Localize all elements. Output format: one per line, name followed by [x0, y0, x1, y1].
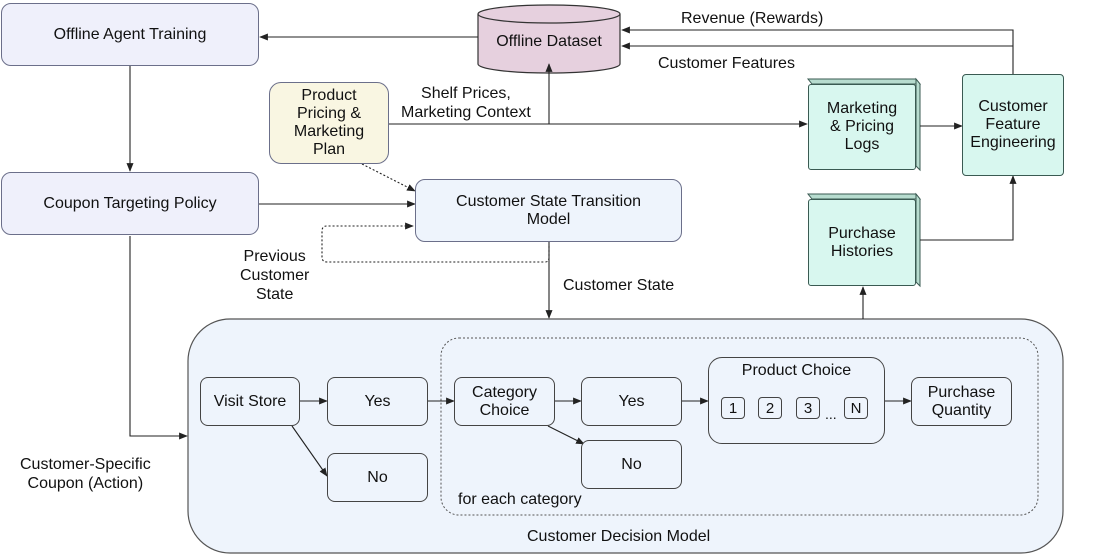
visit-store-node: Visit Store	[200, 377, 300, 426]
edge-category-to-no	[547, 425, 585, 445]
product-option-n: N	[844, 397, 868, 419]
customer-feature-engineering-line-3: Engineering	[970, 134, 1056, 151]
product-pricing-plan-line-2: Pricing &	[296, 105, 362, 122]
edge-plan-to-transition	[361, 163, 416, 192]
product-option-1: 1	[721, 397, 745, 419]
offline-dataset-cylinder	[477, 4, 621, 74]
category-no-node: No	[581, 440, 682, 489]
previous-customer-state-line-1: Previous	[243, 248, 306, 265]
edge-revenue-to-dataset	[621, 26, 1014, 74]
product-pricing-plan-line-4: Plan	[312, 141, 346, 158]
customer-decision-model-container	[187, 318, 1064, 554]
product-option-1-label: 1	[728, 399, 738, 417]
customer-specific-coupon-label: Customer-Specific Coupon (Action)	[20, 455, 151, 493]
for-each-category-label: for each category	[458, 491, 582, 508]
product-option-3: 3	[796, 397, 820, 419]
visit-no-node: No	[327, 453, 428, 502]
customer-specific-coupon-line-2: Coupon (Action)	[27, 475, 144, 492]
product-options-ellipsis: ...	[825, 406, 837, 422]
purchase-histories-line-1: Purchase	[828, 224, 896, 242]
product-pricing-plan-line-3: Marketing	[293, 123, 365, 140]
edge-visit-to-no	[291, 425, 328, 477]
category-choice-line-1: Category	[472, 383, 537, 401]
visit-store-label: Visit Store	[213, 392, 287, 410]
shelf-prices-line-1: Shelf Prices,	[421, 85, 511, 102]
category-yes-node: Yes	[581, 377, 682, 426]
marketing-pricing-logs-node: Marketing & Pricing Logs	[808, 84, 916, 170]
customer-specific-coupon-line-1: Customer-Specific	[20, 456, 151, 473]
customer-feature-engineering-line-2: Feature	[985, 116, 1041, 133]
category-choice-line-2: Choice	[479, 401, 530, 419]
purchase-histories-line-2: Histories	[830, 242, 894, 260]
shelf-prices-label: Shelf Prices, Marketing Context	[401, 84, 531, 122]
customer-state-transition-model-node: Customer State Transition Model	[415, 179, 682, 242]
customer-state-transition-model-line-2: Model	[526, 210, 571, 228]
product-option-2-label: 2	[765, 399, 775, 417]
visit-yes-node: Yes	[327, 377, 428, 426]
coupon-targeting-policy-label: Coupon Targeting Policy	[43, 194, 217, 212]
offline-dataset-node: Offline Dataset	[478, 24, 620, 60]
previous-customer-state-line-3: State	[256, 286, 294, 303]
marketing-pricing-logs-cube	[806, 77, 922, 172]
marketing-pricing-logs-line-2: & Pricing	[829, 118, 895, 135]
product-pricing-plan-node: Product Pricing & Marketing Plan	[269, 82, 389, 164]
visit-yes-label: Yes	[364, 392, 391, 410]
category-no-label: No	[621, 455, 642, 473]
edge-policy-to-decision	[129, 236, 188, 440]
product-option-n-label: N	[850, 399, 862, 417]
shelf-prices-line-2: Marketing Context	[401, 104, 531, 121]
customer-state-label: Customer State	[563, 277, 675, 294]
customer-feature-engineering-line-1: Customer	[978, 98, 1048, 115]
visit-no-label: No	[367, 468, 388, 486]
category-yes-label: Yes	[618, 392, 645, 410]
previous-customer-state-label: Previous Customer State	[240, 247, 309, 304]
edge-previous-state-loop	[321, 222, 550, 263]
previous-customer-state-line-2: Customer	[240, 267, 310, 284]
marketing-pricing-logs-line-1: Marketing	[826, 100, 898, 117]
product-option-3-label: 3	[803, 399, 813, 417]
customer-features-label: Customer Features	[658, 55, 795, 72]
edge-histories-to-features	[920, 175, 1017, 241]
purchase-quantity-line-1: Purchase	[927, 383, 996, 401]
marketing-pricing-logs-line-3: Logs	[844, 136, 880, 153]
revenue-rewards-label: Revenue (Rewards)	[681, 10, 824, 27]
offline-agent-training-node: Offline Agent Training	[1, 3, 259, 66]
product-pricing-plan-line-1: Product	[301, 87, 357, 104]
customer-feature-engineering-node: Customer Feature Engineering	[962, 74, 1064, 176]
offline-agent-training-label: Offline Agent Training	[53, 25, 207, 43]
product-choice-label: Product Choice	[741, 362, 852, 379]
purchase-quantity-node: Purchase Quantity	[911, 377, 1012, 426]
product-option-2: 2	[758, 397, 782, 419]
coupon-targeting-policy-node: Coupon Targeting Policy	[1, 172, 259, 235]
customer-decision-model-label: Customer Decision Model	[527, 528, 711, 545]
for-each-category-container	[440, 337, 1039, 516]
offline-dataset-label: Offline Dataset	[496, 33, 602, 50]
purchase-histories-cube	[806, 192, 922, 288]
category-choice-node: Category Choice	[454, 377, 555, 426]
customer-state-transition-model-line-1: Customer State Transition	[456, 192, 641, 210]
purchase-histories-node: Purchase Histories	[808, 199, 916, 286]
purchase-quantity-line-2: Quantity	[931, 401, 992, 419]
